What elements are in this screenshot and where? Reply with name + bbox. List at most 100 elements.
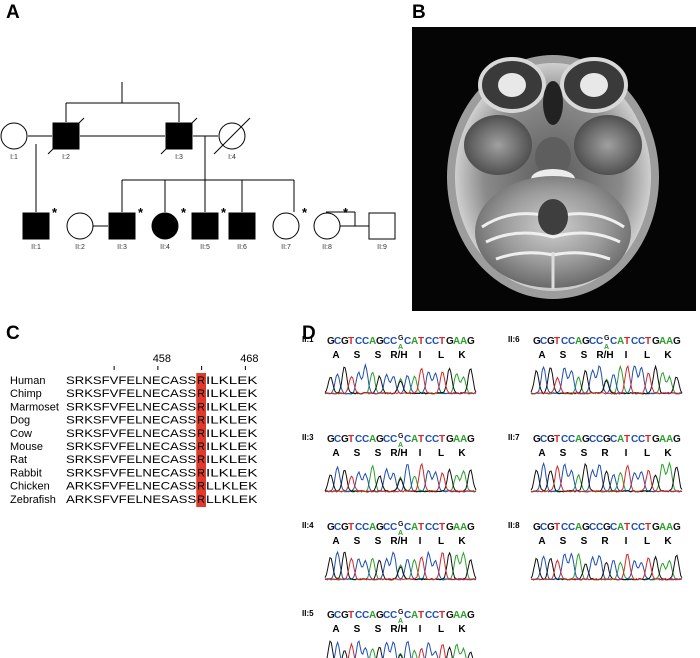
base-letter: G xyxy=(533,434,541,445)
amino-acid: I xyxy=(625,350,628,361)
amino-acid: K xyxy=(664,536,672,547)
base-letter: C xyxy=(568,522,575,533)
sequence-segment: LLKLEK xyxy=(206,494,258,506)
het-top-base: G xyxy=(398,335,404,342)
base-letter: T xyxy=(418,434,424,445)
base-letter: A xyxy=(369,610,376,621)
base-letter: A xyxy=(411,336,418,347)
trace-t xyxy=(324,367,477,395)
base-letter: G xyxy=(446,434,454,445)
base-letter: A xyxy=(460,522,467,533)
amino-acid: S xyxy=(560,350,567,361)
base-letter: G xyxy=(446,336,454,347)
base-letter: T xyxy=(348,522,354,533)
individual-label: II:6 xyxy=(237,244,247,251)
amino-acid: L xyxy=(644,350,650,361)
base-letter: T xyxy=(624,522,630,533)
trace-g xyxy=(324,551,477,581)
pedigree-individual: *II:3 xyxy=(108,205,144,251)
deceased-slash xyxy=(160,117,198,155)
base-letter: C xyxy=(334,336,341,347)
pedigree-lines xyxy=(28,82,370,227)
amino-acid: L xyxy=(438,536,444,547)
individual-label: II:8 xyxy=(322,244,332,251)
base-letter: C xyxy=(561,336,568,347)
amino-acid: K xyxy=(458,536,466,547)
base-letter: C xyxy=(638,434,645,445)
conserved-residue: R xyxy=(197,467,205,479)
sequence-segment: ILKLEK xyxy=(206,428,258,440)
base-letter: C xyxy=(334,522,341,533)
trace-t xyxy=(324,552,477,581)
base-letter: C xyxy=(425,610,432,621)
base-letter: C xyxy=(404,610,411,621)
pedigree-individual: II:6 xyxy=(228,212,256,251)
base-letter: G xyxy=(547,522,555,533)
base-letter: C xyxy=(334,610,341,621)
base-letter: G xyxy=(376,336,384,347)
base-letter: A xyxy=(453,522,460,533)
trace-g xyxy=(530,462,683,493)
trace-g xyxy=(326,640,474,658)
base-letter: G xyxy=(467,610,475,621)
base-letter: C xyxy=(432,522,439,533)
base-letter: C xyxy=(390,336,397,347)
sample-label: II:3 xyxy=(302,433,314,442)
individual-label: II:5 xyxy=(200,244,210,251)
deceased-slash xyxy=(47,117,85,155)
base-letter: G xyxy=(533,522,541,533)
base-letter: A xyxy=(411,610,418,621)
base-letter: C xyxy=(540,336,547,347)
het-top-base: G xyxy=(398,433,404,440)
trace-a xyxy=(369,643,467,658)
base-letter: C xyxy=(610,522,617,533)
sequence-segment: ILKLEK xyxy=(206,375,258,387)
base-letter: T xyxy=(624,336,630,347)
base-letter: C xyxy=(362,434,369,445)
amino-acid: A xyxy=(332,536,339,547)
trace-g xyxy=(324,366,477,395)
amino-acid: S xyxy=(375,536,382,547)
individual-label: II:1 xyxy=(31,244,41,251)
base-letter: G xyxy=(533,336,541,347)
base-letter: T xyxy=(439,610,445,621)
sequence-segment: SRKSFVFELNECASS xyxy=(66,375,196,387)
base-letter: C xyxy=(355,610,362,621)
base-letter: C xyxy=(383,434,390,445)
male-symbol xyxy=(108,212,136,240)
base-letter: C xyxy=(610,434,617,445)
base-letter: C xyxy=(404,522,411,533)
female-symbol xyxy=(66,212,94,240)
individual-label: II:3 xyxy=(117,244,127,251)
sequence-segment: SRKSFVFELNECASS xyxy=(66,467,196,479)
base-letter: C xyxy=(638,522,645,533)
species-label: Cow xyxy=(10,428,32,440)
conserved-residue: R xyxy=(197,375,205,387)
base-letter: G xyxy=(327,434,335,445)
amino-acid: K xyxy=(664,448,672,459)
base-letter: A xyxy=(575,522,582,533)
base-letter: A xyxy=(617,522,624,533)
pedigree-individual: *II:5 xyxy=(191,205,227,251)
sequence-segment: ILKLEK xyxy=(206,441,258,453)
amino-acid: I xyxy=(419,624,422,635)
species-label: Dog xyxy=(10,415,30,427)
trace-c xyxy=(324,550,477,581)
amino-acid: K xyxy=(458,350,466,361)
base-letter: G xyxy=(582,522,590,533)
pedigree-individual: II:2 xyxy=(66,212,94,251)
male-symbol xyxy=(228,212,256,240)
base-letter: G xyxy=(327,610,335,621)
base-letter: A xyxy=(369,522,376,533)
base-letter: G xyxy=(547,434,555,445)
base-letter: G xyxy=(652,522,660,533)
sequence-segment: SRKSFVFELNECASS xyxy=(66,454,196,466)
base-letter: G xyxy=(673,336,681,347)
sequence-segment: SRKSFVFELNECASS xyxy=(66,401,196,413)
het-bottom-base: A xyxy=(398,344,403,351)
amino-acid: S xyxy=(375,448,382,459)
base-letter: C xyxy=(362,522,369,533)
